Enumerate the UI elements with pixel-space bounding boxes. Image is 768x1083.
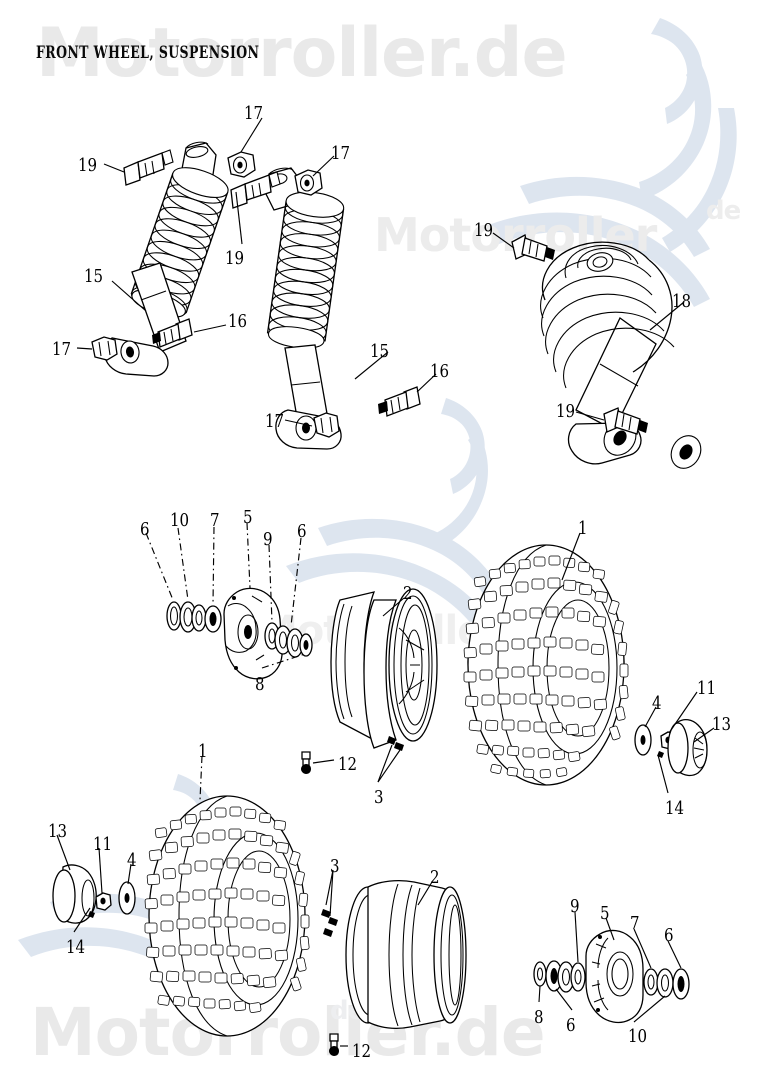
shock-bolt-upper-center [230, 171, 281, 209]
small-parts-upper-right [634, 718, 708, 777]
callout-6: 6 [140, 518, 150, 540]
callout-5: 5 [243, 506, 253, 528]
callout-13: 13 [712, 713, 732, 735]
shock-bolt-upper-left [123, 149, 174, 186]
callout-9: 9 [570, 895, 580, 917]
shock-nut-top-left [227, 151, 256, 178]
callout-1: 1 [198, 740, 208, 762]
shock-absorber-center [265, 167, 345, 450]
callout-17: 17 [265, 410, 285, 432]
callout-2: 2 [403, 582, 413, 604]
tire-upper [463, 544, 629, 786]
shock-bolt-lower-center [378, 386, 421, 417]
callout-19: 19 [225, 247, 245, 269]
callout-8: 8 [534, 1006, 544, 1028]
tire-lower [144, 795, 310, 1037]
callout-17: 17 [331, 142, 351, 164]
callout-3: 3 [330, 855, 340, 877]
callout-6: 6 [566, 1014, 576, 1036]
callout-10: 10 [628, 1025, 648, 1047]
callout-6: 6 [297, 520, 307, 542]
callout-18: 18 [672, 290, 692, 312]
shock-absorber-right [540, 241, 702, 469]
callout-16: 16 [228, 310, 248, 332]
callout-4: 4 [652, 692, 662, 714]
callout-7: 7 [630, 912, 640, 934]
callout-7: 7 [210, 509, 220, 531]
callout-19: 19 [474, 219, 494, 241]
small-parts-lower-left [52, 864, 136, 924]
valve-stem-upper [301, 751, 311, 774]
valve-stem-lower [329, 1033, 339, 1056]
wheel-rim-lower [321, 880, 467, 1029]
callout-15: 15 [84, 265, 104, 287]
callout-8: 8 [255, 673, 265, 695]
callout-11: 11 [93, 833, 113, 855]
callout-15: 15 [370, 340, 390, 362]
callout-17: 17 [52, 338, 72, 360]
callout-2: 2 [430, 866, 440, 888]
callout-10: 10 [170, 509, 190, 531]
callout-17: 17 [244, 102, 264, 124]
callout-19: 19 [556, 400, 576, 422]
callout-16: 16 [430, 360, 450, 382]
callout-12: 12 [338, 753, 358, 775]
callout-3: 3 [374, 786, 384, 808]
shock-nut-top-center [294, 169, 323, 196]
callout-4: 4 [127, 849, 137, 871]
callout-19: 19 [78, 154, 98, 176]
callout-6: 6 [664, 924, 674, 946]
callout-12: 12 [352, 1040, 372, 1062]
callout-9: 9 [263, 528, 273, 550]
callout-5: 5 [600, 902, 610, 924]
callout-1: 1 [578, 517, 588, 539]
callout-14: 14 [66, 936, 86, 958]
callout-11: 11 [697, 677, 717, 699]
shock-bolt-lower-right [603, 407, 648, 435]
shock-bolt-upper-right [511, 234, 555, 262]
shock-nut-lower-left [91, 336, 118, 361]
hub-assembly-upper [166, 587, 313, 680]
page-title: FRONT WHEEL, SUSPENSION [36, 42, 260, 63]
shock-bolt-lower-left [152, 318, 193, 348]
wheel-rim-upper [330, 588, 438, 751]
callout-14: 14 [665, 797, 685, 819]
shock-nut-lower-center [313, 412, 340, 438]
callout-13: 13 [48, 820, 68, 842]
hub-assembly-lower [533, 929, 690, 1024]
leader-lines [56, 117, 715, 1047]
